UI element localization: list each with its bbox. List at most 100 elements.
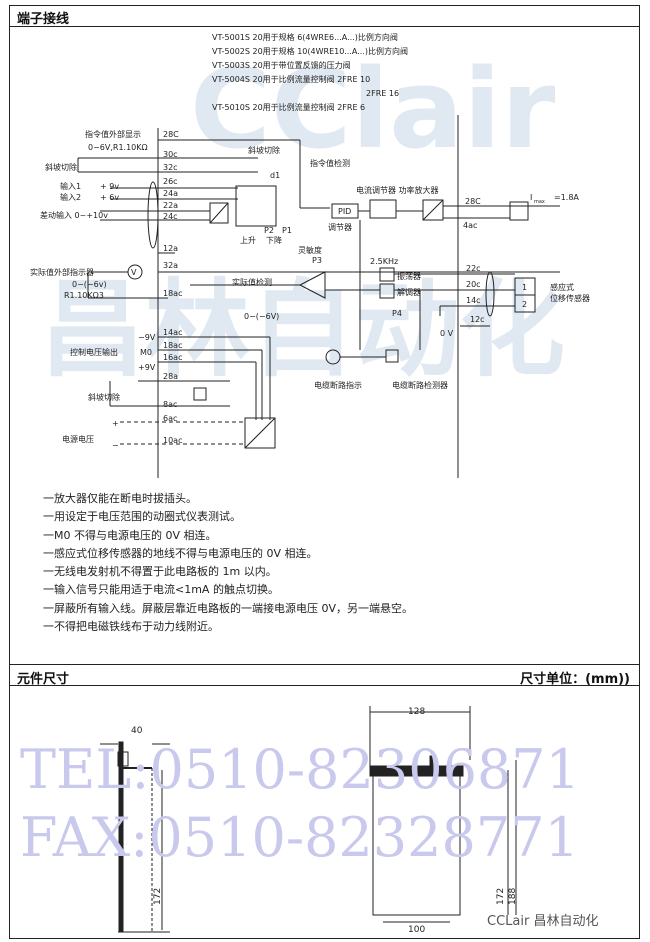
- label: 上升: [240, 236, 256, 245]
- label: 下降: [266, 235, 282, 245]
- logo-watermark-cn: 昌林自动化: [40, 269, 566, 391]
- label: 电流调节器 功率放大器: [356, 185, 439, 195]
- note: 一感应式位移传感器的地线不得与电源电压的 0V 相连。: [43, 546, 318, 560]
- label: 实际值检测: [232, 277, 272, 287]
- label: 0−(−6v): [72, 280, 107, 289]
- label: 差动输入 0~+10v: [40, 210, 108, 220]
- label: 解调器: [397, 287, 421, 297]
- terminal-labels: 28C 30c 32c 26c 24a 22a 24c 12a 32a 18ac…: [163, 130, 182, 445]
- label: 指令值检测: [310, 158, 350, 168]
- terminal: 14c: [466, 296, 481, 305]
- model-line: VT-5002S 20用于规格 10(4WRE10...A...)比例方向阀: [212, 46, 408, 56]
- wiring-header: 端子接线: [9, 5, 640, 27]
- terminal: 28a: [163, 372, 178, 381]
- label: 2: [522, 300, 527, 309]
- label: 位移传感器: [550, 293, 590, 303]
- label: 斜坡切除: [88, 392, 120, 402]
- label: =1.8A: [554, 193, 579, 202]
- model-line: VT-5001S 20用于规格 6(4WRE6...A...)比例方向阀: [212, 32, 398, 42]
- terminal: 22c: [466, 264, 481, 273]
- dimension-label: 128: [408, 707, 425, 717]
- wiring-title: 端子接线: [17, 12, 70, 27]
- label: 电源电压: [62, 434, 94, 444]
- terminal: 24a: [163, 189, 178, 198]
- dimension-label: 100: [408, 925, 425, 935]
- label: 控制电压输出: [70, 347, 118, 357]
- terminal: 20c: [466, 280, 481, 289]
- document-frame: [9, 5, 640, 939]
- logo-watermark: CClair: [190, 45, 556, 173]
- dimensions-header: 元件尺寸 尺寸单位：(mm)): [9, 664, 640, 687]
- label: 实际值外部指示器: [30, 267, 94, 277]
- terminal: 18ac: [163, 341, 182, 350]
- label: −9V: [138, 333, 156, 342]
- note: 一不得把电磁铁线布于动力线附近。: [43, 620, 219, 634]
- label: 2.5KHz: [370, 257, 398, 266]
- note: 一放大器仅能在断电时拔插头。: [43, 492, 197, 505]
- terminal: 16ac: [163, 353, 182, 362]
- label: 指令值外部显示: [85, 129, 141, 139]
- label: max: [534, 199, 545, 205]
- terminal: 28C: [465, 197, 481, 206]
- label: P4: [392, 309, 402, 318]
- label: P3: [312, 256, 322, 265]
- label: + 6v: [100, 193, 119, 202]
- label: 0−(−6V): [244, 312, 279, 321]
- label: 输入1: [60, 181, 81, 191]
- terminal: 6ac: [163, 414, 177, 423]
- dimension-unit: 尺寸单位：(mm)): [520, 672, 630, 687]
- dimension-label: 188: [508, 888, 518, 905]
- label: 振荡器: [397, 271, 421, 281]
- label: −: [112, 441, 119, 450]
- label: +: [112, 419, 119, 428]
- dimension-label: 172: [153, 888, 163, 905]
- label: 1: [522, 283, 527, 292]
- dimension-label: 40: [131, 726, 143, 736]
- note: 一输入信号只能用适于电流<1mA 的触点切换。: [43, 583, 279, 597]
- label: 电缆断路指示: [314, 380, 362, 390]
- tel-watermark: TEL:0510-82306871: [20, 738, 581, 801]
- label: P1: [282, 226, 292, 235]
- model-line: VT-5010S 20用于比例流量控制阀 2FRE 6: [212, 102, 365, 112]
- note: 一用设定于电压范围的动圈式仪表测试。: [43, 510, 241, 524]
- label: 灵敏度: [298, 245, 322, 255]
- label: I: [530, 193, 532, 202]
- dimension-drawings: [100, 706, 517, 933]
- terminal: 32c: [163, 163, 178, 172]
- model-line: 2FRE 16: [366, 89, 399, 98]
- voltmeter-icon: V: [131, 268, 137, 277]
- label: 感应式: [550, 282, 574, 292]
- label: 调节器: [328, 223, 352, 232]
- terminal: 26c: [163, 177, 178, 186]
- terminal: 22a: [163, 201, 178, 210]
- terminal: 12c: [470, 315, 485, 324]
- terminal: 24c: [163, 212, 178, 221]
- terminal: 12a: [163, 244, 178, 253]
- label: R1.10KΩ3: [64, 291, 104, 300]
- label: +9V: [138, 363, 156, 372]
- fax-watermark: FAX:0510-82328771: [20, 806, 579, 869]
- brand-label: CCLair 昌林自动化: [487, 914, 599, 929]
- terminal: 14ac: [163, 328, 182, 337]
- label: 斜坡切除: [45, 162, 77, 172]
- label: 斜坡切除: [248, 145, 280, 155]
- terminal: 30c: [163, 150, 178, 159]
- terminal: 28C: [163, 130, 179, 139]
- terminal: 18ac: [163, 289, 182, 298]
- label: 电缆断路检测器: [392, 380, 448, 390]
- note: 一屏蔽所有输入线。屏蔽层靠近电路板的一端接电源电压 0V，另一端悬空。: [43, 601, 414, 615]
- label: 0 V: [440, 329, 454, 338]
- label: d1: [270, 171, 280, 180]
- label: P2: [264, 226, 274, 235]
- terminal: 8ac: [163, 400, 177, 409]
- pid-block: PID: [338, 207, 351, 216]
- note: 一M0 不得与电源电压的 0V 相连。: [43, 528, 217, 542]
- dimension-label: 172: [496, 888, 506, 905]
- note: 一无线电发射机不得置于此电路板的 1m 以内。: [43, 565, 277, 579]
- notes-list: 一放大器仅能在断电时拔插头。 一用设定于电压范围的动圈式仪表测试。 一M0 不得…: [43, 490, 413, 636]
- terminal: 32a: [163, 261, 178, 270]
- label: 输入2: [60, 192, 81, 202]
- label: M0: [140, 348, 152, 357]
- model-line: VT-5004S 20用于比例流量控制阀 2FRE 10: [212, 74, 370, 84]
